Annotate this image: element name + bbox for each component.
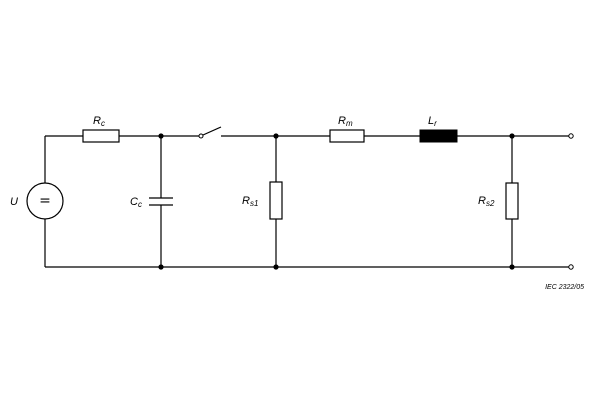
- source-symbol: =: [39, 193, 51, 209]
- label-cc: Cc: [130, 196, 142, 209]
- junction-dots: [158, 133, 515, 270]
- label-lr: Lr: [428, 115, 437, 128]
- junction-dot: [509, 264, 515, 270]
- output-terminals: [568, 133, 574, 270]
- label-rc: Rc: [93, 115, 105, 128]
- junction-dot: [273, 133, 279, 139]
- terminal-top-icon: [568, 133, 574, 139]
- switch-icon: [198, 126, 222, 139]
- figure-caption: IEC 2322/05: [545, 284, 584, 291]
- label-rm: Rm: [338, 115, 353, 128]
- label-rs1: Rs1: [242, 195, 258, 208]
- label-source: U: [10, 196, 18, 208]
- junction-dot: [158, 133, 164, 139]
- resistor-rs1-icon: [269, 181, 283, 220]
- resistor-rc-icon: [82, 129, 120, 143]
- junction-dot: [273, 264, 279, 270]
- capacitor-cc-icon: [149, 197, 173, 206]
- inductor-lr-icon: [419, 129, 458, 143]
- junction-dot: [158, 264, 164, 270]
- voltage-source-icon: =: [26, 182, 64, 220]
- resistor-rs2-icon: [505, 182, 519, 220]
- terminal-bottom-icon: [568, 264, 574, 270]
- label-rs2: Rs2: [478, 195, 495, 208]
- junction-dot: [509, 133, 515, 139]
- resistor-rm-icon: [329, 129, 365, 143]
